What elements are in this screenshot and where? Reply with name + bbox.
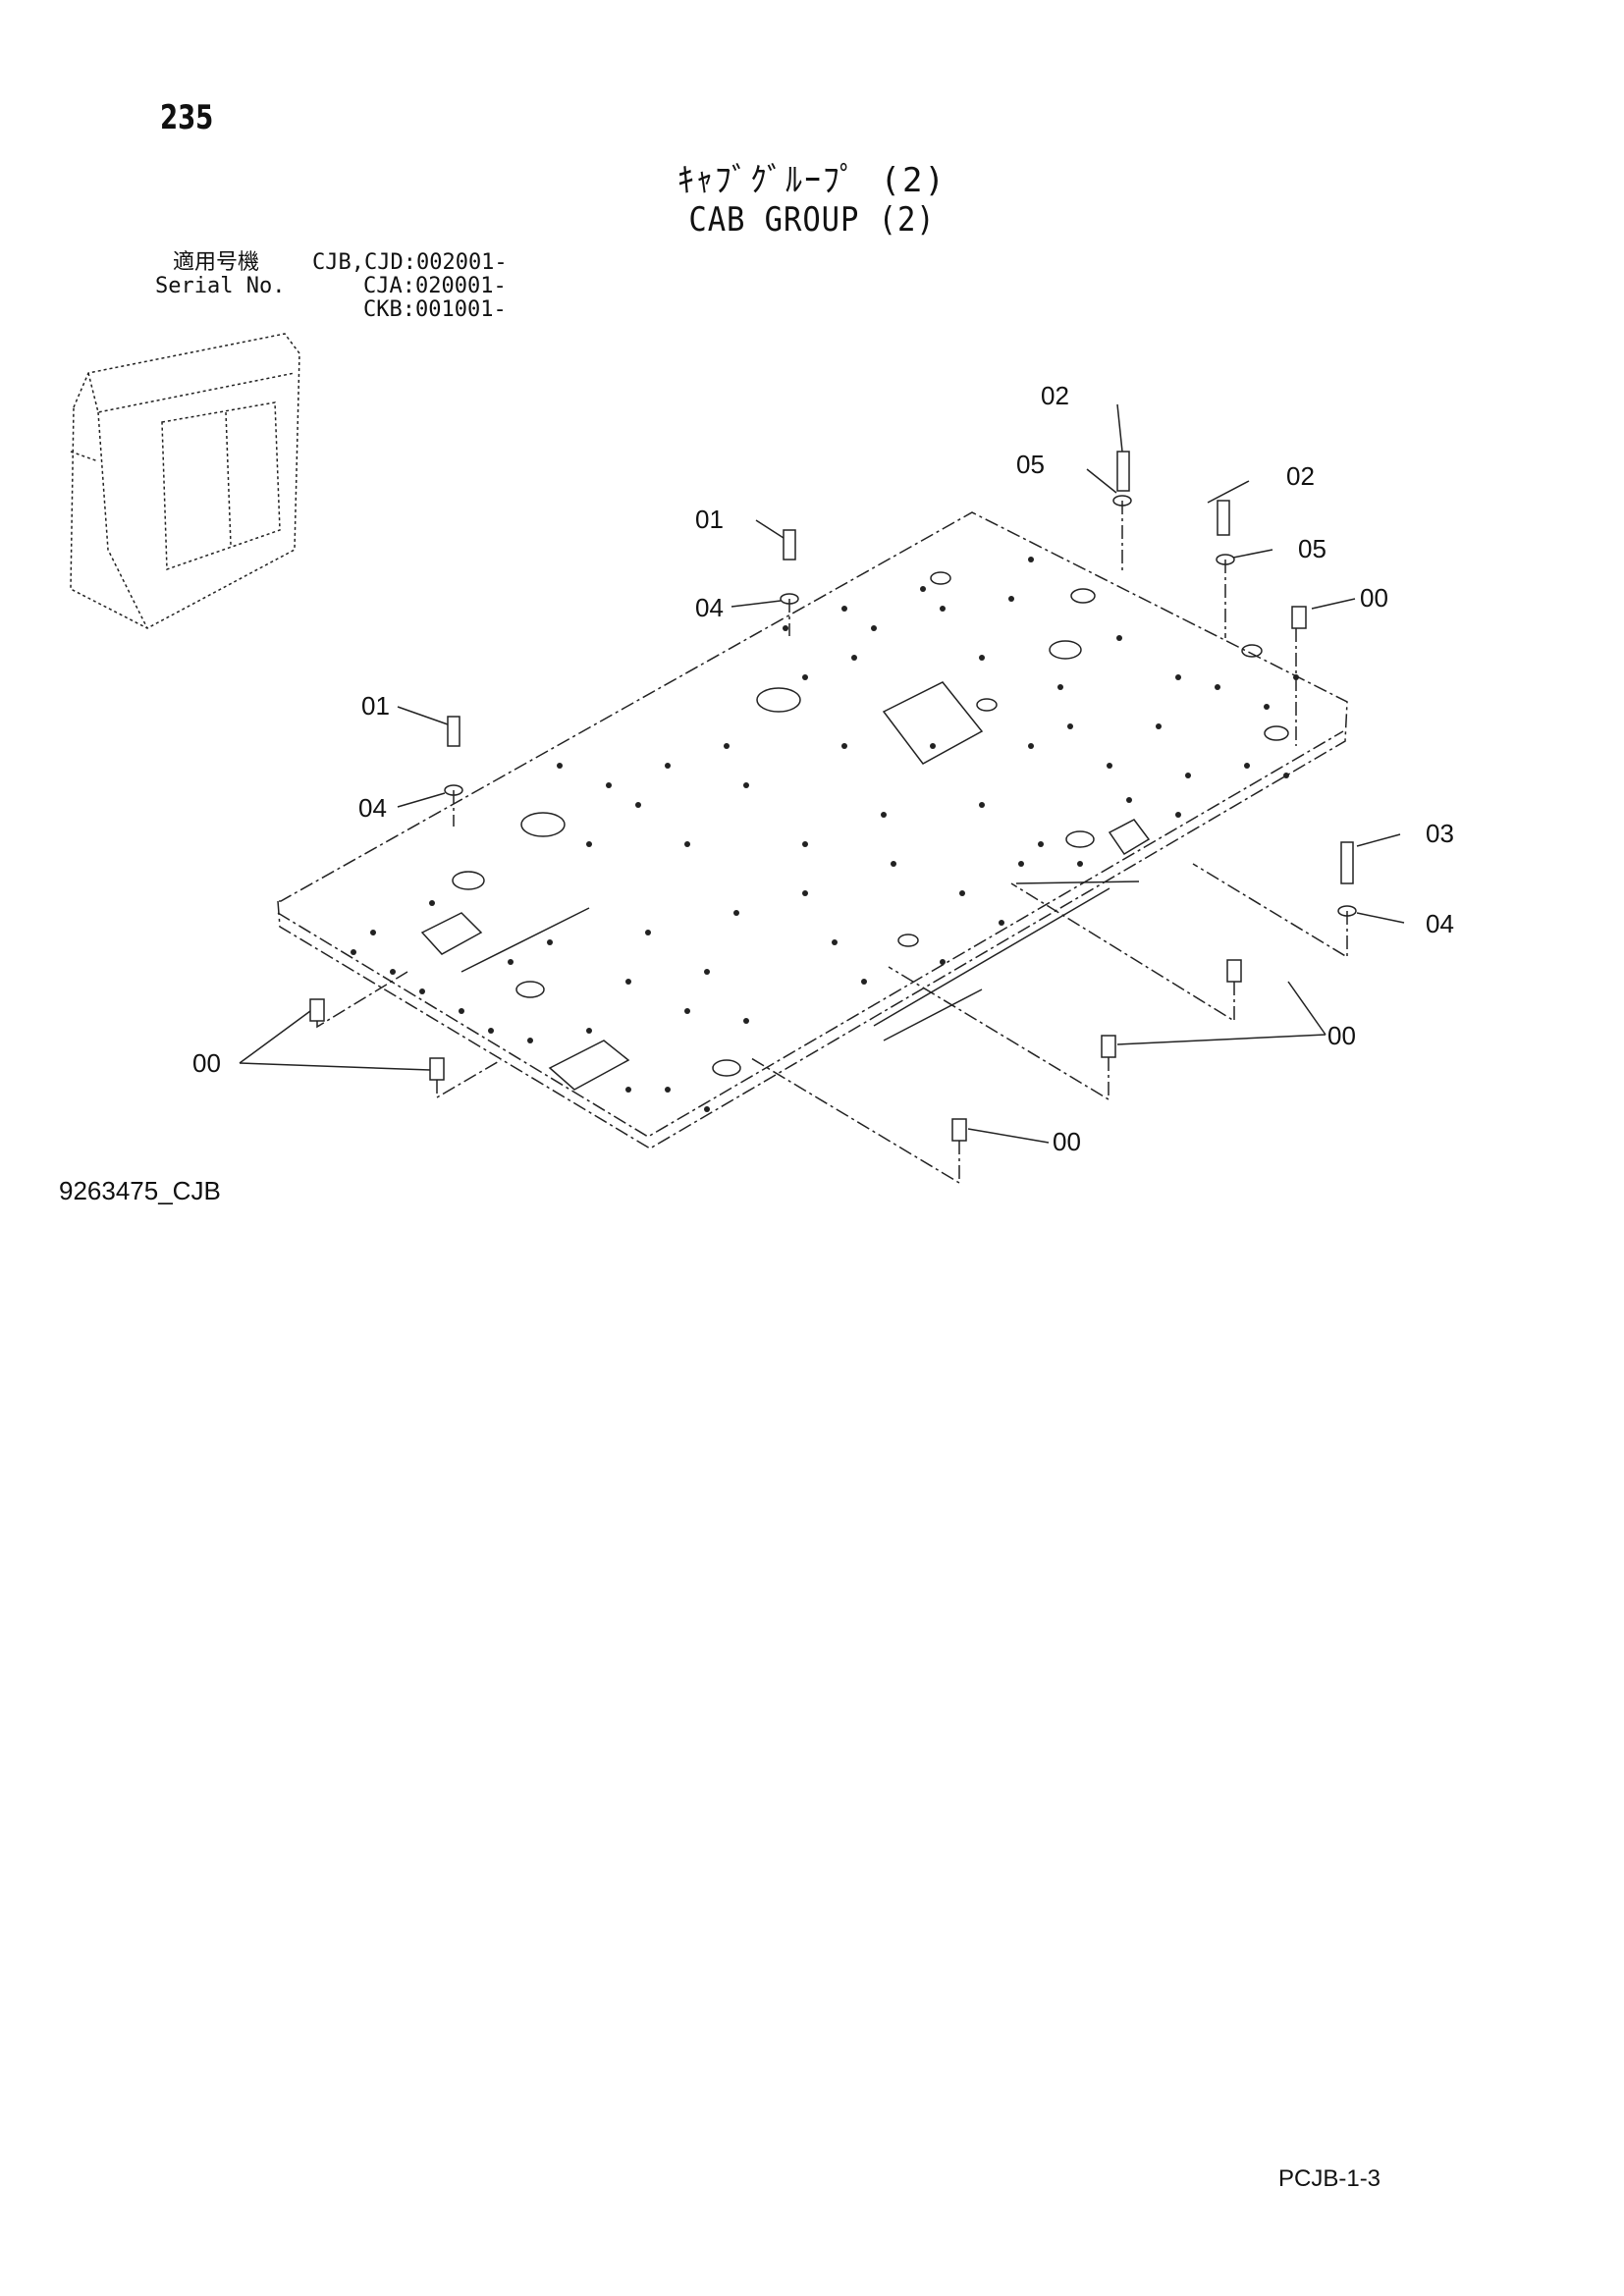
washer-icon [444,495,1357,917]
callout-01-upper: 01 [695,505,724,534]
serial-range-3: CKB:001001- [363,297,507,322]
callout-04-upper: 04 [695,593,724,622]
serial-label-jp: 適用号機 [173,250,260,275]
parts-diagram: 02 02 05 05 00 01 04 01 04 03 04 00 00 0… [70,333,1454,1185]
callout-04-right: 04 [1426,909,1454,938]
callout-05-top: 05 [1016,450,1045,479]
serial-range-1: CJB,CJD:002001- [312,250,508,275]
callout-02-top: 02 [1041,381,1069,410]
callout-00-top-right: 00 [1360,583,1388,613]
serial-label-en: Serial No. [155,274,286,298]
title-english: CAB GROUP (2) [688,200,936,240]
callout-01-left: 01 [361,691,390,721]
page-reference: PCJB-1-3 [1278,2165,1381,2192]
title-japanese: ｷｬﾌﾞｸﾞﾙｰﾌﾟ (2) [677,161,947,200]
bolt-icon [309,451,1354,1142]
callout-00-right: 00 [1327,1021,1356,1050]
leader-lines [239,403,1405,1144]
projection-lines [316,501,1348,1185]
cab-thumbnail-icon [70,333,300,629]
callout-04-left: 04 [358,793,387,823]
callout-labels: 02 02 05 05 00 01 04 01 04 03 04 00 00 0… [192,381,1454,1156]
drawing-number: 9263475_CJB [59,1176,221,1205]
floor-plate [277,511,1348,1149]
plate-slots [420,681,1151,1091]
page-number: 235 [160,98,214,137]
bolt-holes [351,557,1299,1112]
callout-02-right: 02 [1286,461,1315,491]
callout-05-right: 05 [1298,534,1326,563]
callout-00-left: 00 [192,1048,221,1078]
callout-00-bottom: 00 [1053,1127,1081,1156]
plate-holes [452,571,1289,1077]
serial-range-2: CJA:020001- [363,274,507,298]
callout-03: 03 [1426,819,1454,848]
